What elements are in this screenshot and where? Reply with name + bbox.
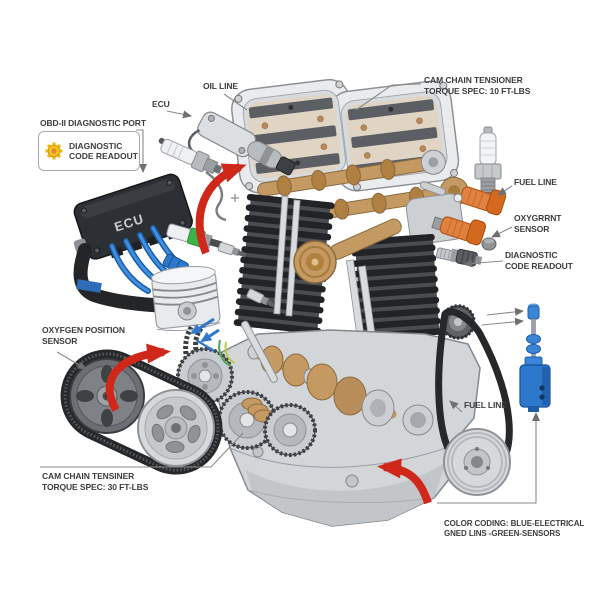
label-oxygen-sensor-right: OXYGRRNT SENSOR — [514, 213, 562, 234]
oxygen-sensor-part — [158, 137, 227, 222]
gear-icon — [45, 142, 63, 160]
diagnostic-sensor-right — [435, 247, 483, 267]
piston — [151, 266, 221, 332]
label-color-coding: COLOR CODING: BLUE-ELECTRICAL GNED LINS … — [444, 519, 585, 538]
red-flow-arrows — [105, 163, 432, 505]
crankshaft — [247, 344, 397, 427]
small-spark-plug-2 — [246, 288, 276, 308]
label-fuel-line-right: FUEL LINE — [514, 177, 557, 187]
small-ring-part — [453, 193, 463, 203]
small-spark-plug-1 — [217, 241, 247, 258]
label-oil-line: OIL LINE — [203, 81, 238, 91]
fuel-fitting-upper — [459, 186, 507, 216]
fuel-fitting-lower — [431, 216, 487, 246]
fuel-solenoid — [519, 303, 551, 412]
label-cam-chain-tensioner-bottom: CAM CHAIN TENSINER TORQUE SPEC: 30 FT-LB… — [42, 471, 149, 492]
label-oxygen-position-sensor: OXYFGEN POSITION SENSOR — [42, 325, 125, 346]
diagnostic-readout-box: DIAGNOSTIC CODE READOUT — [38, 131, 140, 171]
label-fuel-line-bottom: FUEL LINE — [464, 400, 507, 410]
plus-mark — [231, 194, 239, 202]
label-ecu: ECU — [152, 99, 170, 109]
diag-box-line1: DIAGNOSTIC — [69, 141, 123, 151]
label-diagnostic-readout-right: DIAGNOSTIC CODE READOUT — [505, 250, 573, 271]
label-obd-port: OBD-II DIAGNOSTIC PORT — [40, 118, 146, 128]
blue-direction-arrows — [190, 317, 220, 343]
small-grey-plug — [481, 237, 497, 251]
leader-lines — [40, 83, 540, 504]
spark-plug-right — [474, 126, 502, 206]
pushrods — [273, 195, 377, 347]
ignition-coil — [187, 111, 296, 176]
diag-box-line2: CODE READOUT — [69, 151, 138, 161]
drive-belt-right — [435, 304, 513, 496]
label-cam-chain-tensioner-top: CAM CHAIN TENSIONER TORQUE SPEC: 10 FT-L… — [424, 75, 531, 96]
cam-drive-pulley — [293, 218, 402, 284]
